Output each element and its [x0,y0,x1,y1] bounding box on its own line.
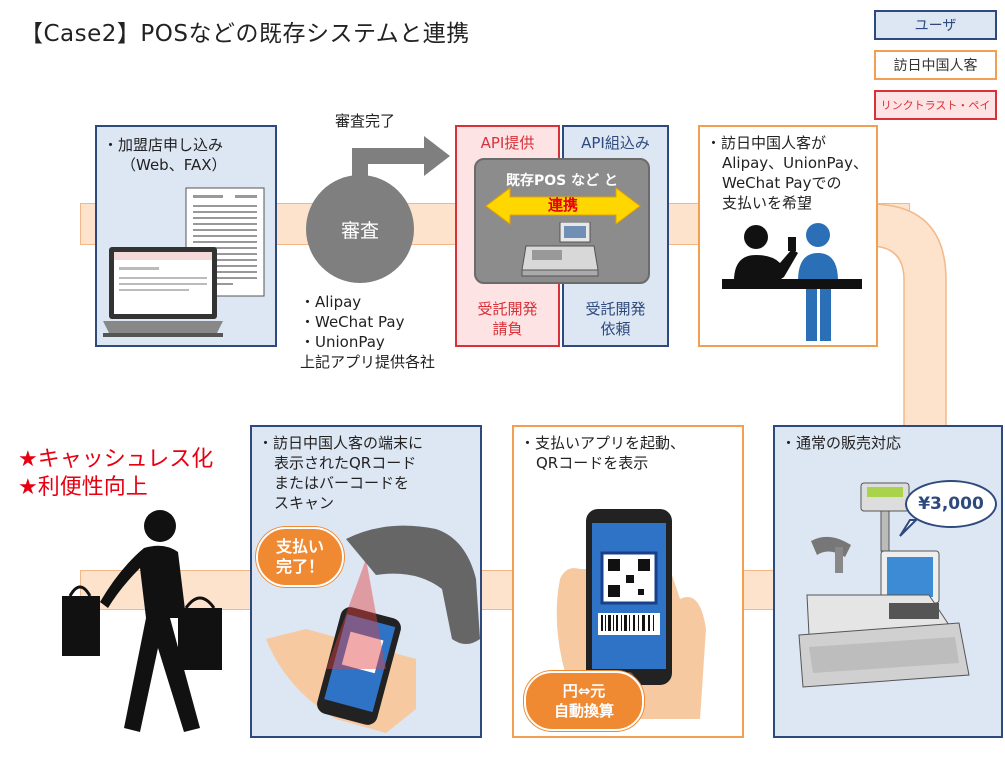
apply-line-2: （Web、FAX） [121,156,227,174]
scan-line-2: 表示されたQRコード [274,454,417,472]
link-label: 連携 [547,196,578,214]
payment-complete-badge: 支払い 完了！ [256,527,344,587]
visitor-wish-line-4: 支払いを希望 [722,194,813,212]
apply-line-1: ・加盟店申し込み [103,136,224,154]
paid-line-2: 完了！ [275,557,324,576]
legend-ltp: リンクトラスト・ペイ [874,90,997,120]
api-integrate-foot-1: 受託開発 [585,300,646,318]
visitor-wish-line-1: ・訪日中国人客が [706,134,827,152]
benefit-cashless: ★キャッシュレス化 [18,447,214,472]
api-provide-foot-1: 受託開発 [477,300,538,318]
panel-merchant-application: ・加盟店申し込み （Web、FAX） [95,125,277,347]
benefit-convenience: ★利便性向上 [18,475,148,500]
flow-pipe-curve [850,203,947,430]
legend-visitor: 訪日中国人客 [874,50,997,80]
review-circle: 審査 [306,175,414,283]
price-bubble: ¥3,000 [905,480,997,528]
panel-show-qr: ・支払いアプリを起動、 QRコードを表示 円⇔元 自動換算 [512,425,744,738]
conversion-line-2: 自動換算 [553,702,614,720]
normal-sales-line-1: ・通常の販売対応 [781,434,902,452]
price-bubble-tail [899,519,918,537]
review-complete-label: 審査完了 [335,112,396,130]
panel-visitor-request: ・訪日中国人客が Alipay、UnionPay、 WeChat Payでの 支… [698,125,878,347]
review-complete-arrow [352,136,450,180]
legend-user: ユーザ [874,10,997,40]
visitor-wish-line-3: WeChat Payでの [722,174,842,192]
scan-line-4: スキャン [274,494,335,512]
conversion-badge: 円⇔元 自動換算 [524,671,644,731]
pos-label: 既存POS など と [506,173,618,189]
provider-unionpay: ・UnionPay [300,333,385,351]
show-qr-line-2: QRコードを表示 [536,454,649,472]
link-double-arrow [485,187,641,225]
api-provide-head: API提供 [480,134,535,152]
paid-line-1: 支払い [275,537,324,556]
api-integrate-head: API組込み [581,134,650,152]
laptop-icon [103,247,223,337]
api-provide-foot-2: 請負 [492,320,523,338]
visitor-wish-line-2: Alipay、UnionPay、 [722,154,868,172]
provider-alipay: ・Alipay [300,293,362,311]
show-qr-line-1: ・支払いアプリを起動、 [520,434,686,452]
conversion-line-1: 円⇔元 [562,682,606,700]
provider-note: 上記アプリ提供各社 [300,353,436,371]
shopper-icon [62,510,222,732]
pos-terminal-icon [798,482,970,688]
scan-line-3: またはバーコードを [274,474,410,492]
barcode-scanner-phone-icon [266,525,480,733]
counter-clerk-customer-icon [722,223,862,341]
scan-line-1: ・訪日中国人客の端末に [258,434,424,452]
page-title: 【Case2】POSなどの既存システムと連携 [20,21,470,47]
provider-wechat: ・WeChat Pay [300,313,405,331]
panel-normal-sales: ・通常の販売対応 [773,425,1003,738]
pos-register-icon [521,222,599,277]
panel-scan: ・訪日中国人客の端末に 表示されたQRコード またはバーコードを スキャン 支払… [250,425,482,738]
api-integrate-foot-2: 依頼 [600,320,631,338]
